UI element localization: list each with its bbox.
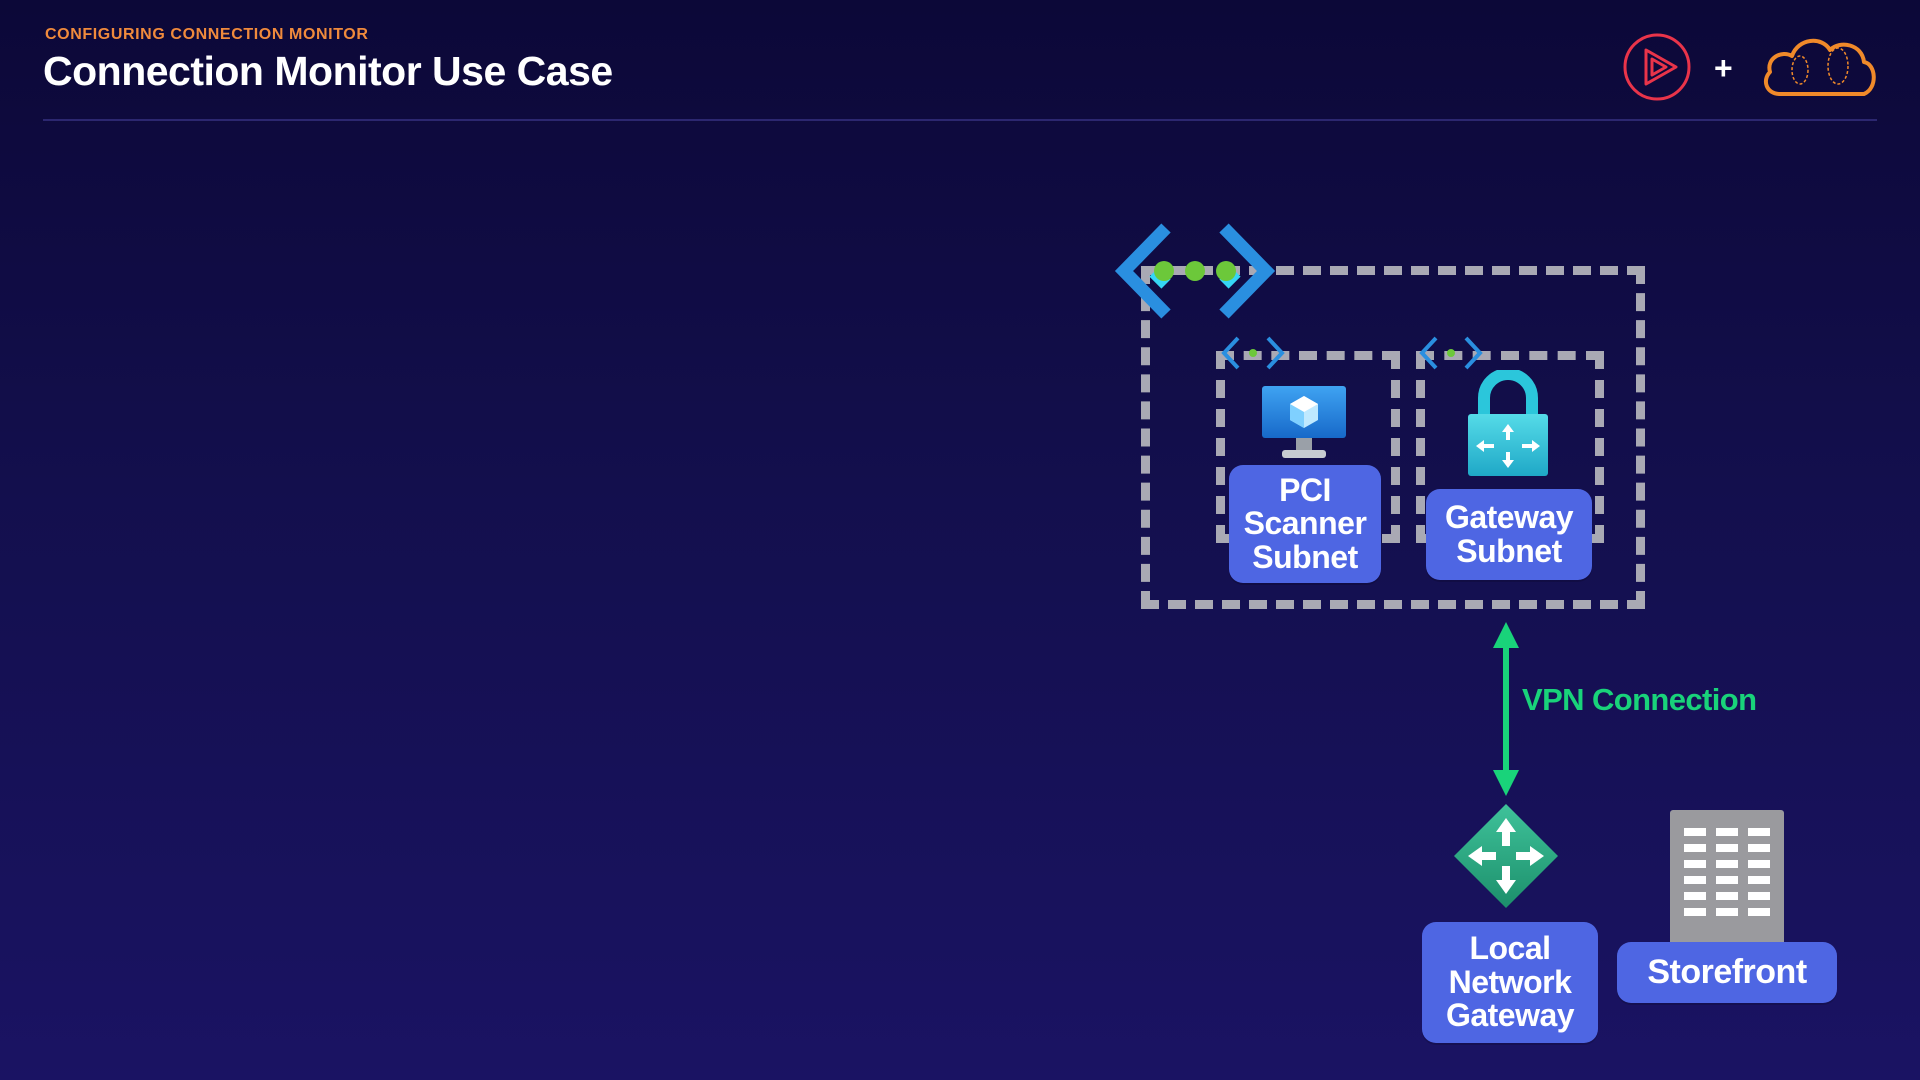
header-divider — [43, 119, 1877, 121]
gateway-subnet-label: Gateway Subnet — [1426, 489, 1592, 580]
vpn-connection-label: VPN Connection — [1522, 682, 1757, 717]
subnet-icon — [1221, 336, 1285, 370]
storefront-label: Storefront — [1617, 942, 1837, 1003]
page-title: Connection Monitor Use Case — [43, 48, 613, 94]
virtual-network-boundary — [1141, 266, 1645, 609]
play-logo-icon — [1623, 33, 1691, 101]
local-network-gateway-icon — [1454, 804, 1558, 908]
pci-scanner-subnet-label: PCI Scanner Subnet — [1229, 465, 1381, 583]
cloud-logo-icon — [1763, 39, 1876, 96]
local-network-gateway-label: Local Network Gateway — [1422, 922, 1598, 1043]
section-eyebrow: CONFIGURING CONNECTION MONITOR — [45, 26, 369, 43]
vpn-gateway-icon — [1468, 370, 1548, 476]
subnet-icon — [1419, 336, 1483, 370]
brand-separator: + — [1714, 50, 1733, 86]
building-icon — [1670, 810, 1784, 946]
vnet-icon — [1114, 223, 1276, 319]
virtual-machine-icon — [1262, 386, 1346, 458]
bidirectional-arrow-icon — [1493, 622, 1519, 796]
